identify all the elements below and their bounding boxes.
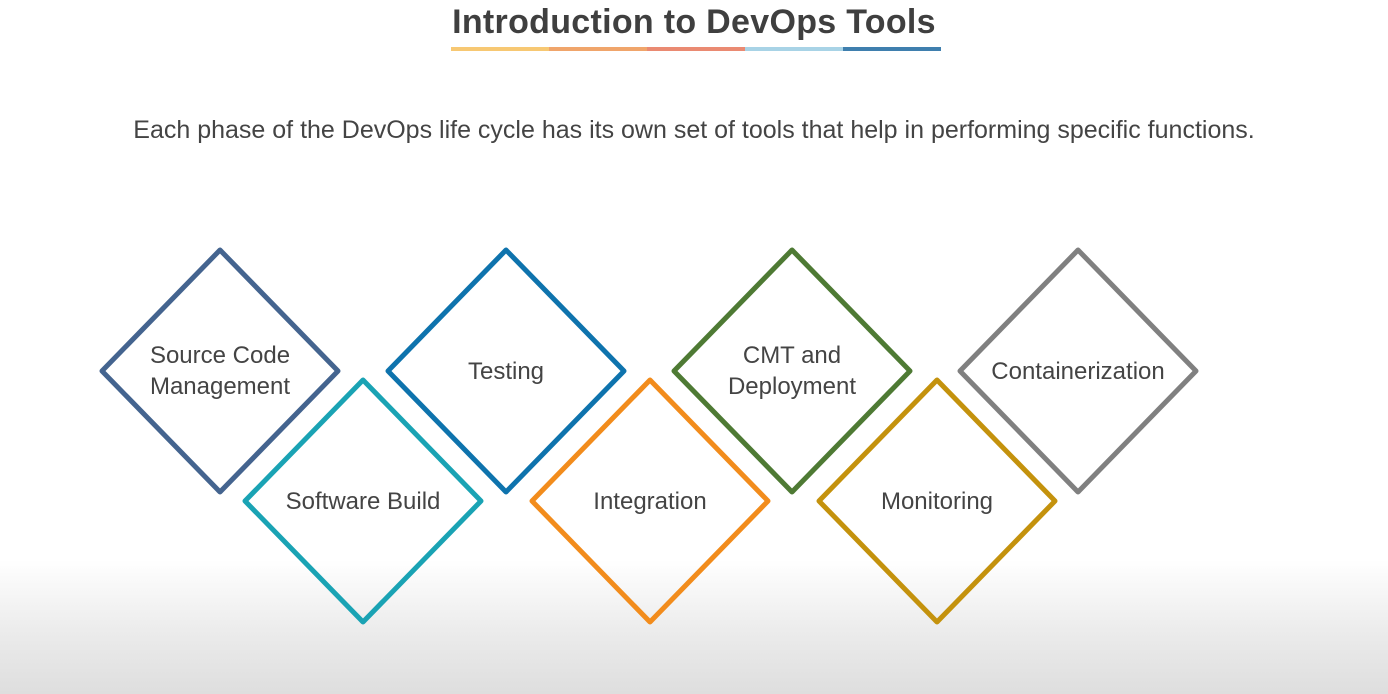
underline-segment	[451, 47, 549, 51]
phase-diamond-monitoring	[816, 377, 1058, 625]
phase-label-line: Source Code	[149, 342, 291, 369]
phase-diamond-integration	[529, 377, 771, 625]
phase-label-integration: Integration	[550, 486, 750, 517]
underline-segment	[745, 47, 843, 51]
phase-label-line: Deployment	[727, 373, 857, 400]
phase-label-line: Monitoring	[880, 487, 994, 515]
phase-label-line: Containerization	[991, 357, 1165, 385]
underline-segment	[647, 47, 745, 51]
phase-label-containerization: Containerization	[978, 356, 1178, 387]
title-underline	[451, 47, 941, 51]
underline-segment	[843, 47, 941, 51]
slide-subtitle: Each phase of the DevOps life cycle has …	[133, 116, 1255, 144]
phase-label-monitoring: Monitoring	[837, 486, 1037, 517]
phase-label-line: Management	[149, 373, 291, 400]
phase-diamond-testing	[385, 247, 627, 495]
phase-label-testing: Testing	[406, 356, 606, 387]
phase-label-line: Software Build	[285, 487, 441, 515]
slide-title: Introduction to DevOps Tools	[452, 3, 936, 41]
underline-segment	[549, 47, 647, 51]
title-container: Introduction to DevOps Tools	[0, 0, 1388, 42]
phase-label-software-build: Software Build	[263, 486, 463, 517]
phase-diamond-source-code-management	[99, 247, 341, 495]
phase-label-line: Integration	[593, 487, 707, 515]
phase-label-line: CMT and	[742, 342, 842, 369]
phase-diamond-cmt-and-deployment	[671, 247, 913, 495]
phase-label-line: Testing	[467, 357, 545, 385]
phase-diamond-software-build	[242, 377, 484, 625]
phase-diamond-containerization	[957, 247, 1199, 495]
